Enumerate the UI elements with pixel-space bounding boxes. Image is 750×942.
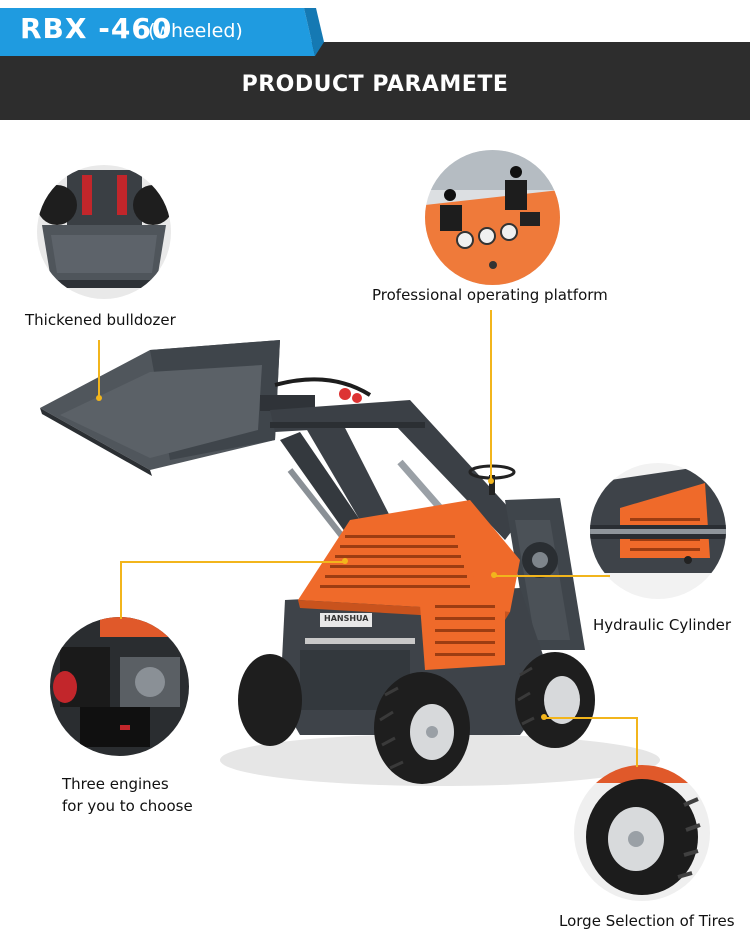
engines-detail-circle	[50, 617, 189, 756]
tires-label: Lorge Selection of Tires	[559, 912, 735, 930]
bulldozer-detail-circle	[37, 165, 171, 299]
platform-label: Professional operating platform	[372, 286, 608, 304]
hydraulic-cylinder-detail-circle	[590, 463, 726, 599]
bulldozer-callout-line	[98, 340, 100, 398]
engines-callout-dot	[342, 558, 348, 564]
bulldozer-callout-dot	[96, 395, 102, 401]
operating-platform-detail-circle	[425, 150, 560, 285]
platform-callout-dot	[488, 478, 494, 484]
engines-label-line2: for you to choose	[62, 797, 193, 815]
machine-decal: HANSHUA	[324, 614, 369, 623]
cylinder-callout-line	[495, 575, 610, 577]
engines-label-line1: Three engines	[62, 775, 169, 793]
tires-detail-circle	[574, 765, 710, 901]
engines-callout-line-h	[120, 561, 345, 563]
platform-callout-line	[490, 310, 492, 480]
tires-callout-line-v	[636, 717, 638, 767]
model-name: RBX -460	[20, 12, 173, 45]
tires-callout-dot	[541, 714, 547, 720]
cylinder-callout-dot	[491, 572, 497, 578]
model-variant: (wheeled)	[148, 20, 243, 42]
engines-callout-line-v	[120, 561, 122, 619]
model-tab	[0, 8, 315, 56]
cylinder-label: Hydraulic Cylinder	[593, 616, 732, 634]
tires-callout-line-h	[545, 717, 638, 719]
banner-title: PRODUCT PARAMETE	[241, 72, 509, 97]
bulldozer-label: Thickened bulldozer	[25, 311, 176, 329]
